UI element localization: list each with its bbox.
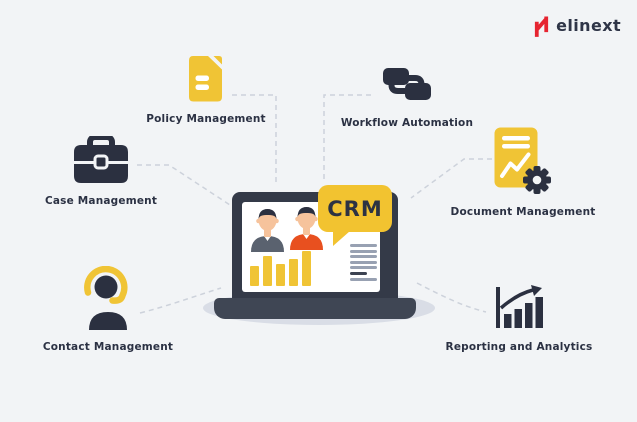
feature-policy-management: Policy Management [126, 56, 286, 125]
crm-speech-bubble: CRM [318, 185, 392, 246]
brand-logo: elinext [533, 13, 621, 38]
laptop-base [214, 298, 416, 319]
elinext-n-icon [535, 16, 549, 37]
connector-document [410, 158, 492, 199]
speech-bubble-tail [333, 231, 350, 246]
feature-case-management: Case Management [21, 136, 181, 207]
laptop-illustration: CRM [200, 178, 440, 330]
feature-label: Policy Management [146, 113, 266, 125]
policy-document-icon [189, 56, 222, 102]
feature-label: Contact Management [42, 341, 174, 353]
feature-contact-management: Contact Management [28, 266, 188, 353]
growth-chart-icon [496, 285, 543, 328]
feature-workflow-automation: Workflow Automation [327, 62, 487, 129]
brand-name: elinext [556, 16, 621, 35]
avatar-orange-shirt [290, 207, 323, 250]
crm-bubble-label: CRM [327, 196, 383, 221]
user-avatars-illustration [251, 207, 323, 252]
document-gear-icon [494, 127, 551, 194]
briefcase-icon [74, 136, 128, 183]
feature-reporting-analytics: Reporting and Analytics [438, 284, 600, 353]
connector-reporting [416, 282, 487, 313]
feature-label: Document Management [450, 206, 596, 218]
chain-links-icon [383, 68, 431, 100]
feature-document-management: Document Management [441, 127, 605, 218]
text-lines-illustration [350, 244, 377, 283]
feature-label: Case Management [44, 195, 158, 207]
feature-label: Workflow Automation [340, 117, 474, 129]
connector-contact [139, 287, 222, 314]
feature-label: Reporting and Analytics [445, 341, 593, 353]
headset-agent-icon [84, 266, 128, 330]
bar-chart-illustration [250, 251, 311, 286]
laptop-screen-content [242, 202, 380, 292]
gear-icon [523, 166, 551, 194]
connector-case [137, 164, 231, 206]
connector-workflow [323, 94, 371, 183]
avatar-gray-shirt [251, 209, 284, 252]
laptop-screen [232, 192, 398, 302]
connector-policy [232, 94, 277, 183]
